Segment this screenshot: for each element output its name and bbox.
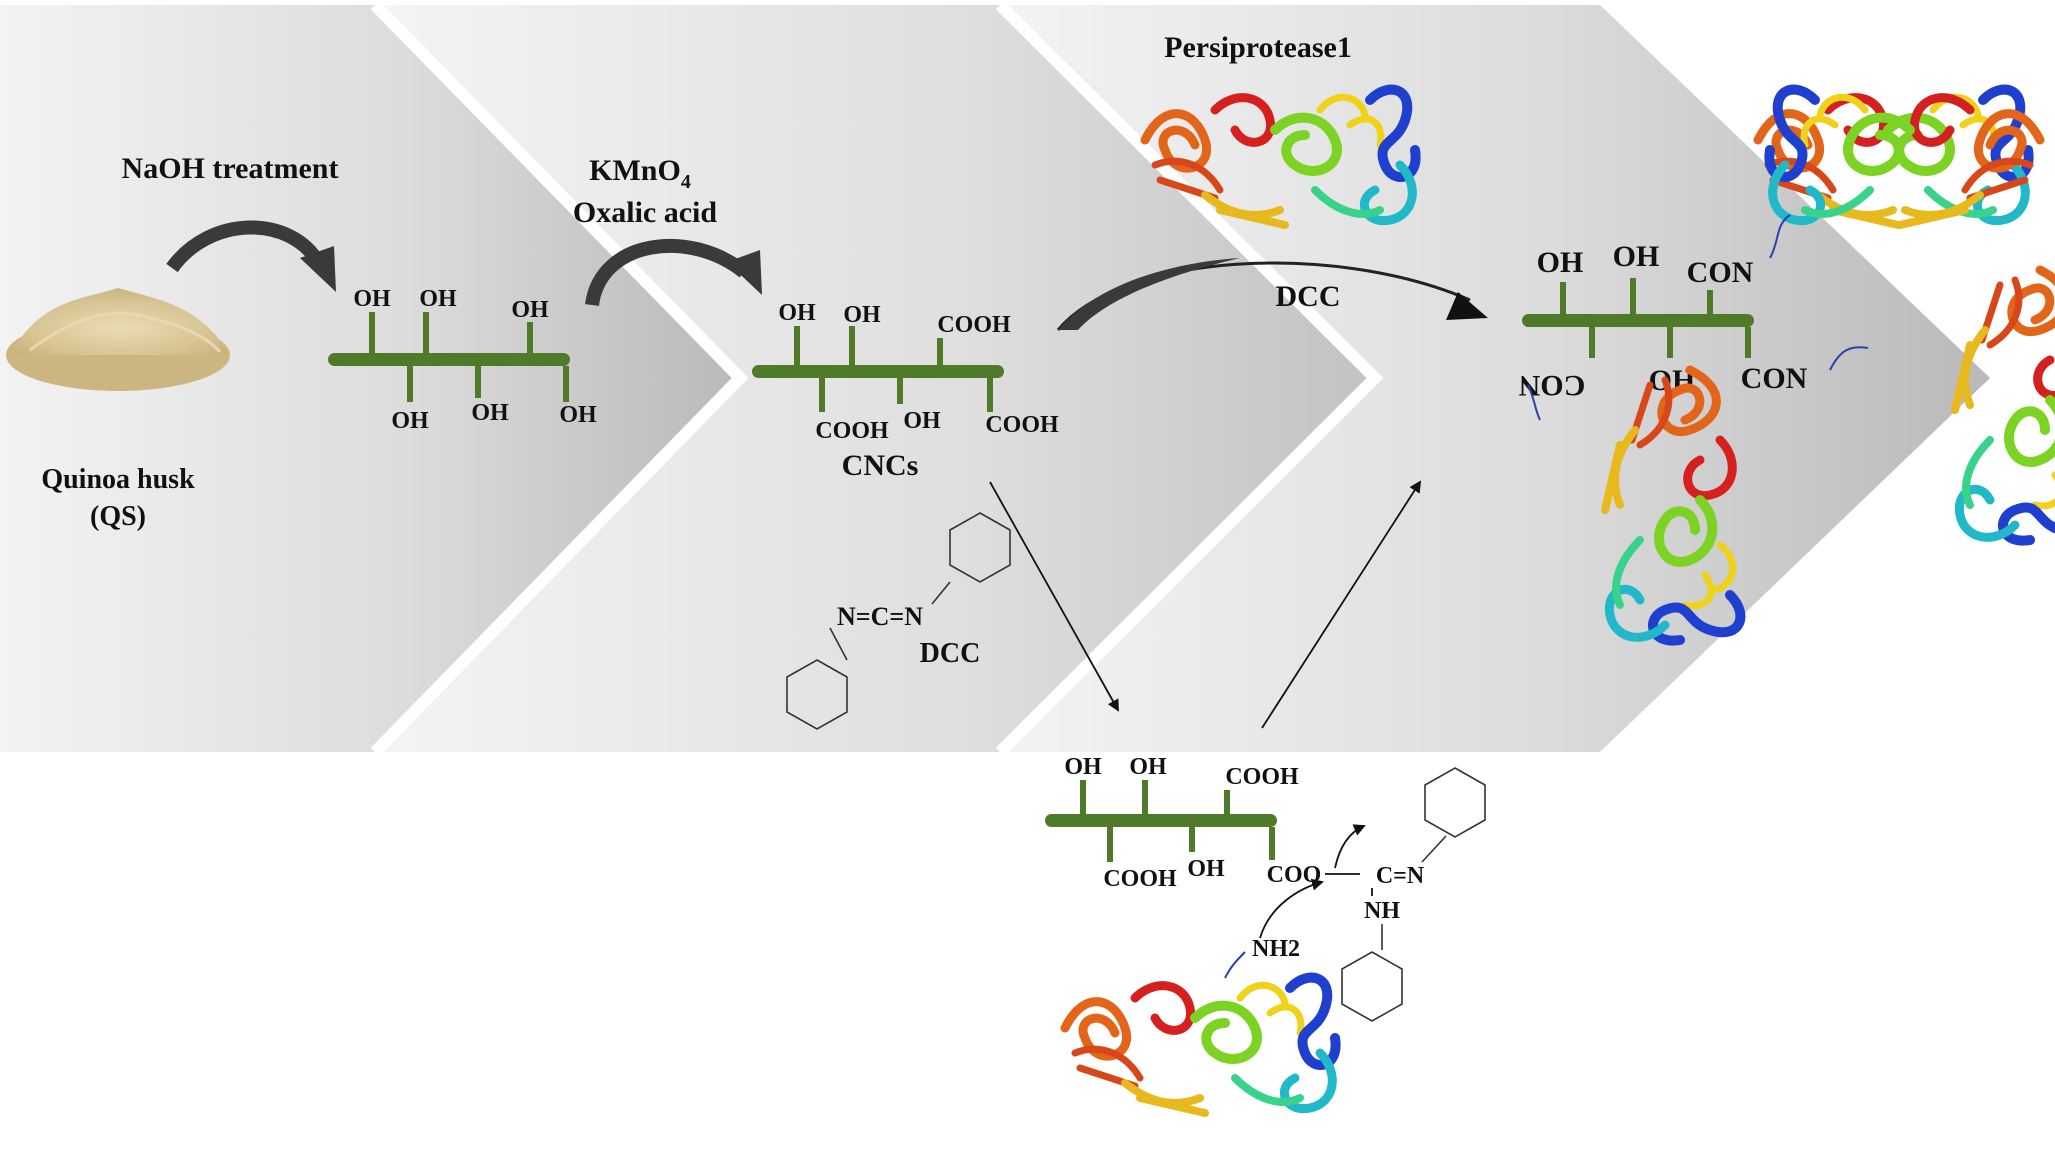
thin-arrow (989, 481, 1119, 712)
group-label: CON (1741, 362, 1808, 395)
group-label: OH (419, 286, 457, 312)
curved-arrow-icon (166, 220, 336, 292)
group-label: OH (471, 400, 509, 426)
amine-label: NH2 (1252, 936, 1300, 962)
linker-strand (1527, 384, 1541, 421)
group-label: COOH (937, 312, 1011, 338)
dcc-name: DCC (920, 638, 981, 669)
dcc-formula: N=C=N (837, 602, 923, 631)
group-label: OH (1129, 754, 1167, 780)
group-label: OH (1064, 754, 1102, 780)
cyclohexane-ring-icon (949, 512, 1011, 583)
group-label: OH (778, 300, 816, 326)
chevron-band (0, 0, 1990, 757)
group-label: OH (843, 302, 881, 328)
group-label: COOH (985, 412, 1059, 438)
source-name-line1: Quinoa husk (41, 464, 195, 495)
step3-label: DCC (1276, 280, 1341, 313)
cyclohexane-ring-icon (786, 659, 848, 730)
step2-label-line1: KMnO4 (589, 154, 691, 193)
protein-structure-icon (1065, 978, 1336, 1113)
curved-arrow-icon (585, 238, 762, 307)
protein-structure-icon (1955, 270, 2055, 541)
linker-strand (1829, 346, 1869, 371)
intermediate-nh: NH (1364, 898, 1400, 924)
cellulose-chain-naoh: OH OH OH OH OH OH (328, 286, 597, 434)
group-label: OH (1613, 240, 1660, 273)
chevron-step-2 (380, 5, 1375, 752)
step1-label: NaOH treatment (122, 152, 339, 185)
cellulose-chain-product: OH OH CON CON OH CON (1518, 240, 1807, 402)
group-label: OH (391, 408, 429, 434)
group-label: CON (1687, 256, 1754, 289)
acylisourea-fragment: C=N NH NH2 (1224, 767, 1486, 1022)
dcc-structure: N=C=N DCC (786, 512, 1011, 730)
cellulose-chain-cncs: OH OH COOH COOH OH COOH CNCs (752, 300, 1059, 482)
group-label: CON (1518, 369, 1585, 402)
intermediate-cn: C=N (1376, 863, 1425, 889)
enzyme-label: Persiprotease1 (1164, 31, 1352, 64)
group-label: OH (1537, 246, 1584, 279)
group-label: COOH (815, 418, 889, 444)
step2-label-line2: Oxalic acid (573, 196, 717, 229)
group-label: COOH (1103, 866, 1177, 892)
cncs-label: CNCs (842, 449, 919, 482)
thin-arrow (1261, 480, 1422, 729)
cyclohexane-ring-icon (1424, 767, 1486, 838)
quinoa-powder-image (6, 288, 230, 391)
chevron-step-3 (1005, 5, 1990, 752)
protein-structure-icon (1140, 84, 1421, 229)
group-label: OH (903, 408, 941, 434)
group-label: COOH (1225, 764, 1299, 790)
group-label: OH (559, 402, 597, 428)
group-label: OH (353, 286, 391, 312)
linker-strand (1769, 214, 1791, 259)
group-label: OH (511, 297, 549, 323)
source-name-line2: (QS) (90, 501, 146, 532)
cyclohexane-ring-icon (1341, 951, 1403, 1022)
cellulose-chain-activated: OH OH COOH COOH OH COO (1045, 754, 1321, 892)
curved-arrow-icon (1056, 258, 1488, 331)
group-label: OH (1187, 856, 1225, 882)
